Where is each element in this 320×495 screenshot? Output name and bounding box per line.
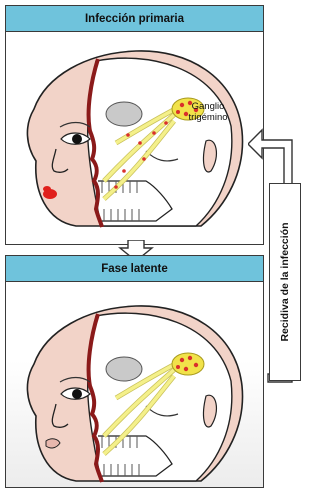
ganglion-label: Ganglio trigémino (168, 101, 248, 123)
orbit (106, 357, 142, 381)
head-illustration-primary (6, 31, 262, 243)
trigeminal-ganglion (172, 353, 204, 375)
orbit (106, 102, 142, 126)
panel-latent-phase: Fase latente (5, 255, 264, 488)
recurrence-label: Recidiva de la infección (279, 222, 291, 341)
panel-title: Fase latente (6, 256, 263, 282)
panel-title: Infección primaria (6, 6, 263, 32)
head-illustration-latent (6, 281, 262, 486)
recurrence-label-box: Recidiva de la infección (269, 183, 301, 381)
panel-primary-infection: Infección primaria (5, 5, 264, 245)
